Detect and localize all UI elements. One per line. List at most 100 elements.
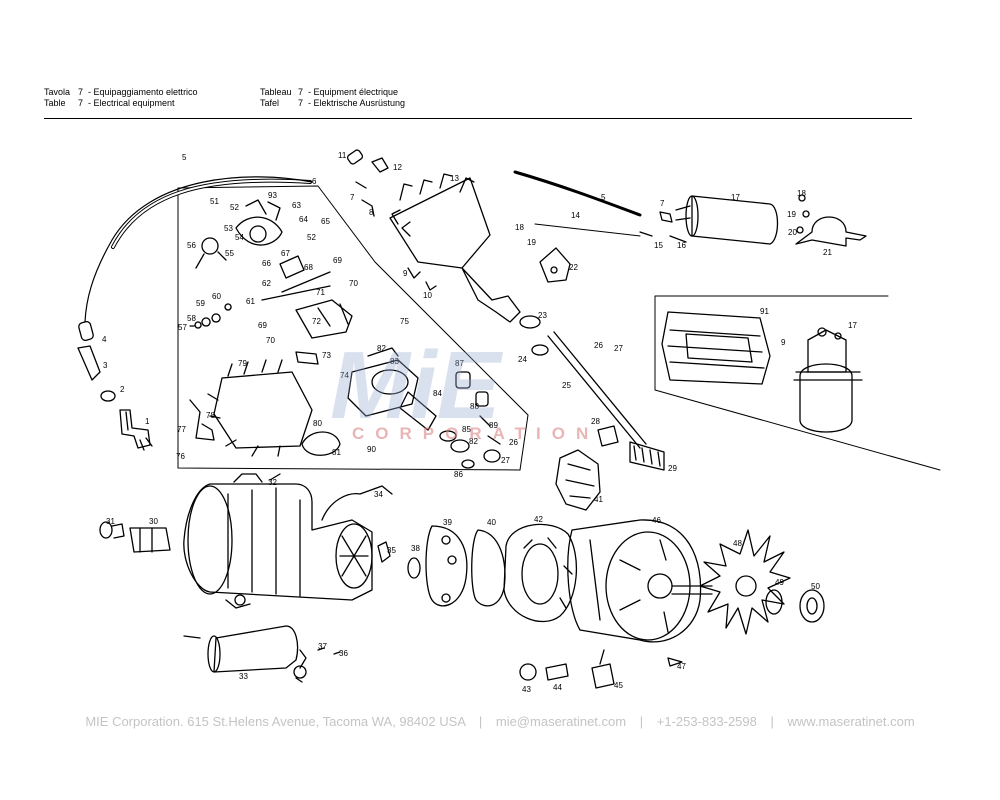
callout-9: 9 bbox=[403, 269, 408, 278]
callout-62: 62 bbox=[262, 279, 271, 288]
callout-80: 80 bbox=[313, 419, 322, 428]
callout-76: 76 bbox=[176, 452, 185, 461]
callout-52: 52 bbox=[230, 203, 239, 212]
callout-28: 28 bbox=[591, 417, 600, 426]
distributor-inset-frame bbox=[177, 185, 529, 471]
callout-7: 7 bbox=[350, 193, 355, 202]
callout-93: 93 bbox=[268, 191, 277, 200]
watermark-subtitle: CORPORATION bbox=[352, 424, 600, 443]
callout-79: 79 bbox=[238, 359, 247, 368]
callout-56: 56 bbox=[187, 241, 196, 250]
callout-55: 55 bbox=[225, 249, 234, 258]
pulley-50 bbox=[799, 589, 825, 623]
washers-57-60 bbox=[189, 303, 232, 329]
distributor-cap bbox=[389, 177, 491, 269]
callout-72: 72 bbox=[312, 317, 321, 326]
callout-27: 27 bbox=[614, 344, 623, 353]
callout-37: 37 bbox=[318, 642, 327, 651]
callout-74: 74 bbox=[340, 371, 349, 380]
callout-5: 5 bbox=[182, 153, 187, 162]
callout-70: 70 bbox=[349, 279, 358, 288]
callout-43: 43 bbox=[522, 685, 531, 694]
starter-wire-34 bbox=[321, 485, 393, 521]
bush-28 bbox=[597, 425, 619, 447]
callout-87: 87 bbox=[455, 359, 464, 368]
callout-19: 19 bbox=[527, 238, 536, 247]
callout-63: 63 bbox=[292, 201, 301, 210]
callout-58: 58 bbox=[187, 314, 196, 323]
callout-67: 67 bbox=[281, 249, 290, 258]
callout-85: 85 bbox=[462, 425, 471, 434]
callout-82: 82 bbox=[469, 437, 478, 446]
callout-17: 17 bbox=[848, 321, 857, 330]
callout-40: 40 bbox=[487, 518, 496, 527]
spark-plug-1 bbox=[119, 409, 151, 449]
callout-71: 71 bbox=[316, 288, 325, 297]
ht-lead bbox=[111, 178, 312, 249]
pinion-30 bbox=[129, 527, 171, 553]
drive-gear-29 bbox=[629, 441, 665, 471]
callout-9: 9 bbox=[781, 338, 786, 347]
callout-6: 6 bbox=[312, 177, 317, 186]
brush-44 bbox=[545, 663, 569, 681]
coil-9 bbox=[799, 363, 853, 433]
callout-75: 75 bbox=[400, 317, 409, 326]
footer-separator: | bbox=[639, 714, 644, 729]
contact-80 bbox=[301, 431, 341, 456]
callout-54: 54 bbox=[235, 233, 244, 242]
callout-36: 36 bbox=[339, 649, 348, 658]
bush-35 bbox=[377, 541, 391, 563]
stator-42 bbox=[503, 523, 578, 623]
callout-20: 20 bbox=[788, 228, 797, 237]
vacuum-rod-69 bbox=[261, 271, 331, 301]
callout-18: 18 bbox=[797, 189, 806, 198]
grommet-2 bbox=[100, 390, 116, 402]
callout-53: 53 bbox=[224, 224, 233, 233]
callout-25: 25 bbox=[562, 381, 571, 390]
footer-website-link[interactable]: www.maseratinet.com bbox=[787, 714, 915, 729]
coil-clamp-21 bbox=[795, 216, 867, 247]
plug-cap-4 bbox=[78, 321, 94, 341]
callout-86: 86 bbox=[454, 470, 463, 479]
callout-24: 24 bbox=[518, 355, 527, 364]
cap-43 bbox=[519, 663, 537, 681]
callout-3: 3 bbox=[103, 361, 108, 370]
points-72 bbox=[295, 299, 353, 339]
callout-1: 1 bbox=[145, 417, 150, 426]
distributor-body-84 bbox=[399, 391, 437, 431]
callout-61: 61 bbox=[246, 297, 255, 306]
callout-26: 26 bbox=[509, 438, 518, 447]
header-rule bbox=[44, 118, 912, 119]
bush-87 bbox=[455, 371, 471, 389]
condenser-56 bbox=[201, 237, 219, 255]
callout-78: 78 bbox=[206, 411, 215, 420]
brush-plate-39 bbox=[425, 525, 468, 607]
callout-81: 81 bbox=[332, 448, 341, 457]
callout-14: 14 bbox=[571, 211, 580, 220]
callout-90: 90 bbox=[367, 445, 376, 454]
callout-52: 52 bbox=[307, 233, 316, 242]
callout-35: 35 bbox=[387, 546, 396, 555]
callout-32: 32 bbox=[268, 478, 277, 487]
coil-body-17 bbox=[691, 195, 779, 245]
callout-91: 91 bbox=[760, 307, 769, 316]
footer-address: MIE Corporation. 615 St.Helens Avenue, T… bbox=[85, 714, 466, 729]
callout-49: 49 bbox=[775, 578, 784, 587]
footer-email-link[interactable]: mie@maseratinet.com bbox=[495, 714, 627, 729]
callout-19: 19 bbox=[787, 210, 796, 219]
watermark-logo-text: MiE bbox=[330, 340, 504, 439]
callout-13: 13 bbox=[450, 174, 459, 183]
callout-12: 12 bbox=[393, 163, 402, 172]
callout-41: 41 bbox=[594, 495, 603, 504]
callout-2: 2 bbox=[120, 385, 125, 394]
callout-69: 69 bbox=[333, 256, 342, 265]
solenoid-33 bbox=[213, 625, 299, 673]
callout-33: 33 bbox=[239, 672, 248, 681]
callout-50: 50 bbox=[811, 582, 820, 591]
callout-38: 38 bbox=[411, 544, 420, 553]
